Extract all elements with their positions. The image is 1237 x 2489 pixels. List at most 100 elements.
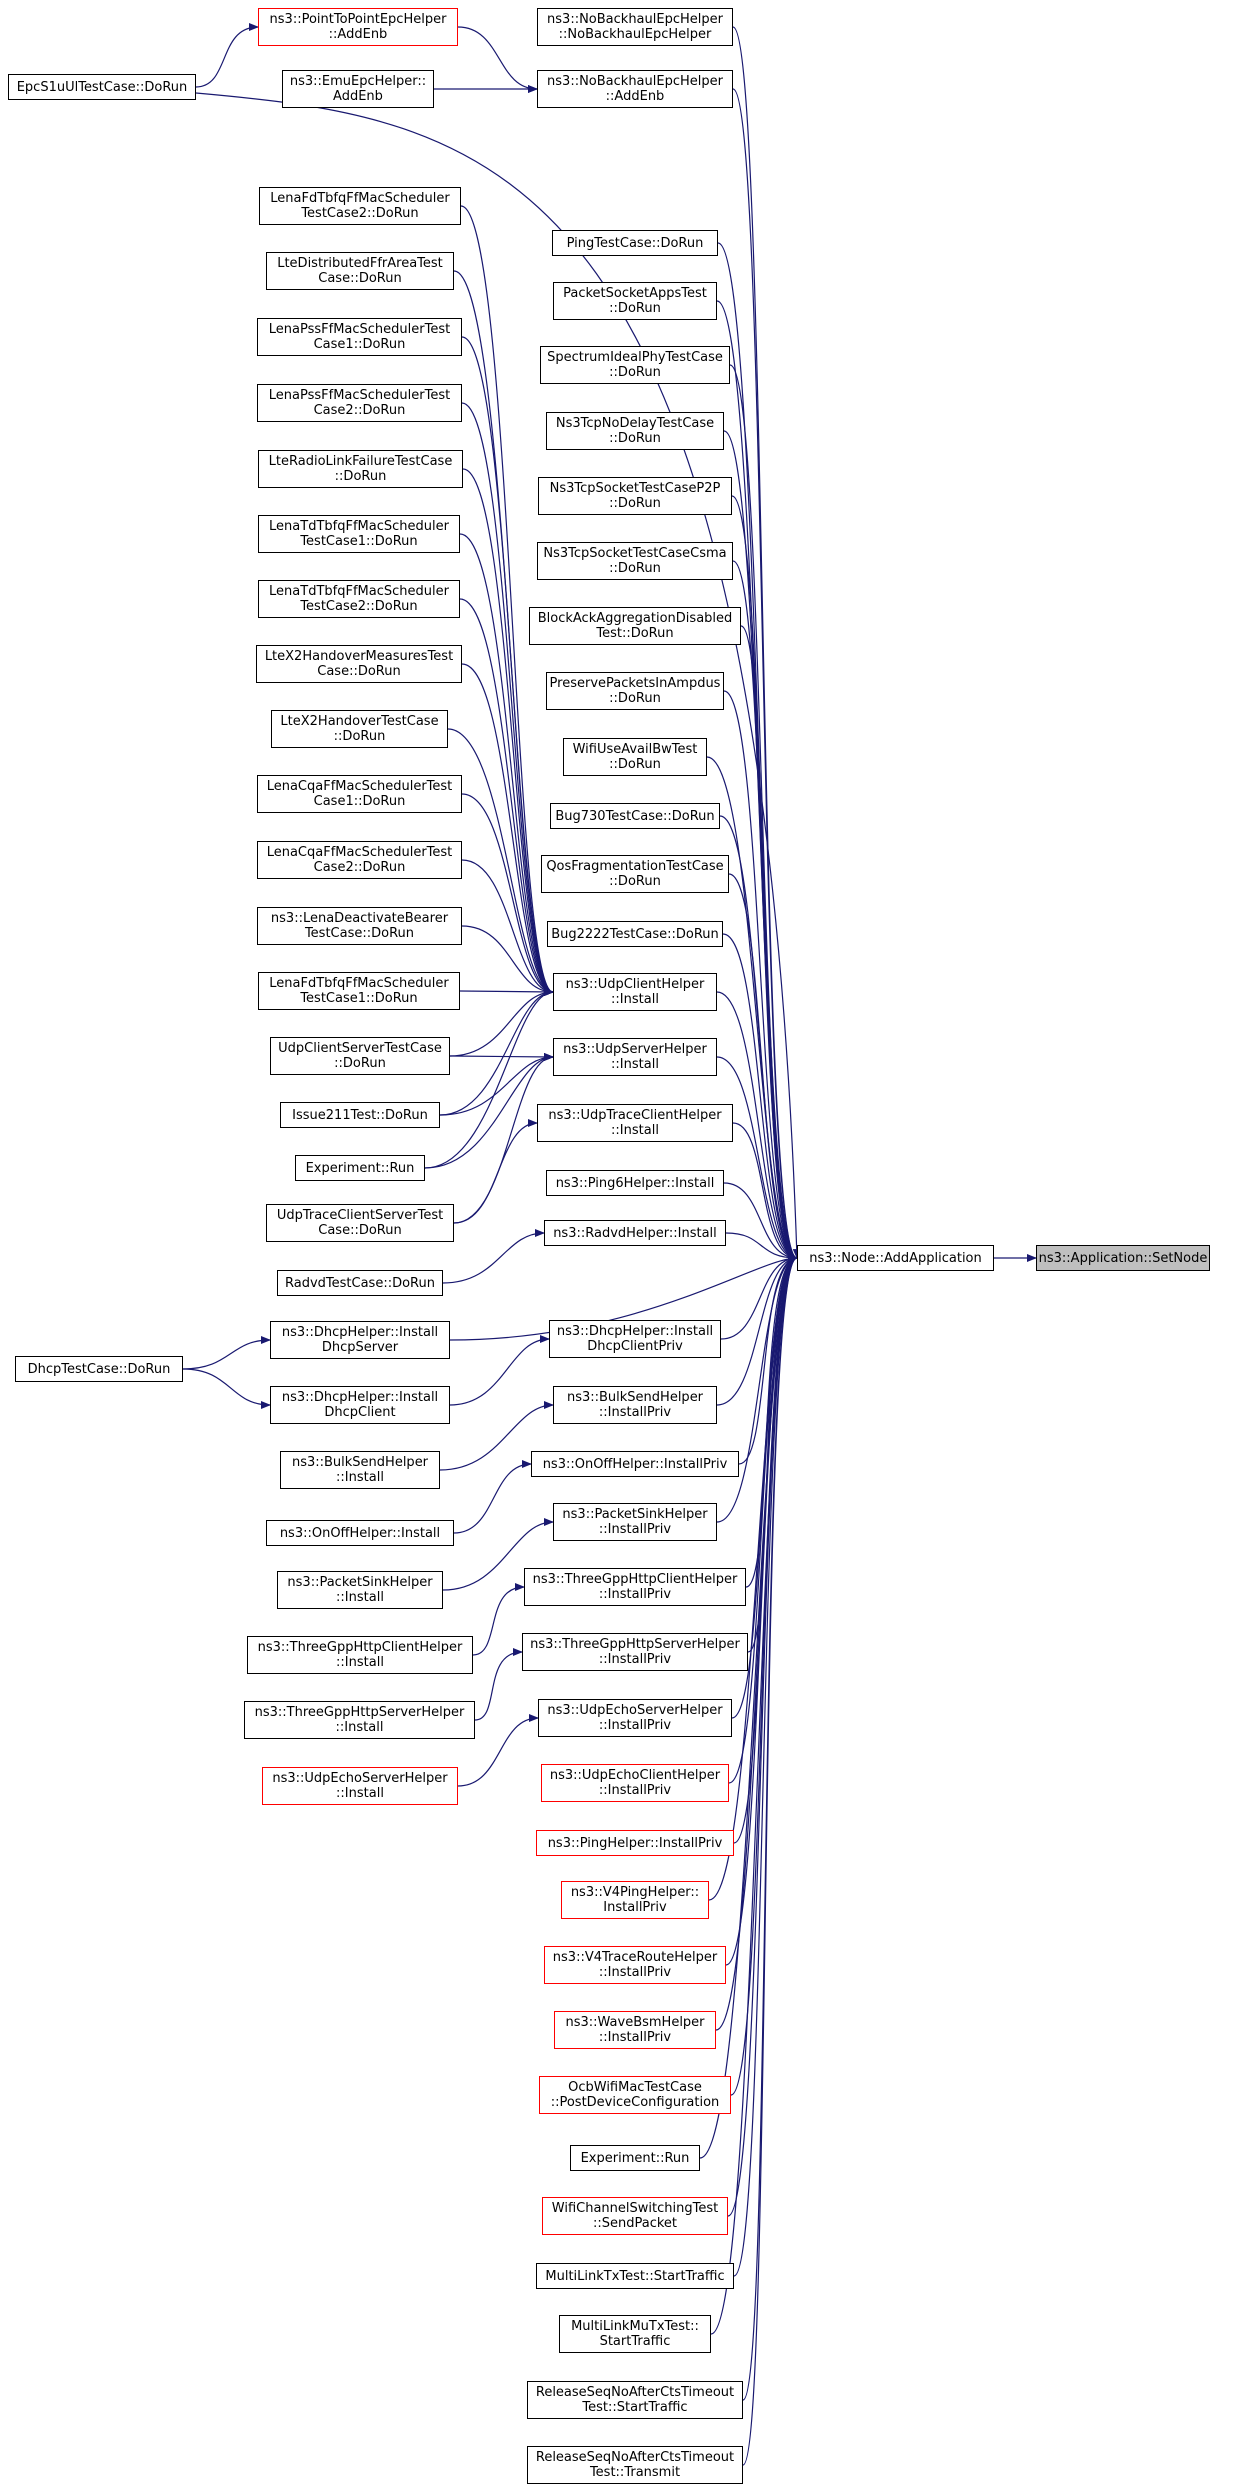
node-label: LteX2HandoverMeasuresTest Case::DoRun	[264, 649, 454, 679]
node-ltedistffr[interactable]: LteDistributedFfrAreaTest Case::DoRun	[266, 252, 454, 290]
node-x2meas[interactable]: LteX2HandoverMeasuresTest Case::DoRun	[256, 645, 462, 683]
node-rlf[interactable]: LteRadioLinkFailureTestCase ::DoRun	[258, 450, 463, 488]
node-label: ns3::V4TraceRouteHelper ::InstallPriv	[552, 1950, 718, 1980]
node-addapp[interactable]: ns3::Node::AddApplication	[797, 1245, 994, 1271]
edge-udpserver_inst-to-addapp	[716, 1056, 798, 1262]
node-bug730[interactable]: Bug730TestCase::DoRun	[550, 803, 720, 829]
node-x2ho[interactable]: LteX2HandoverTestCase ::DoRun	[271, 710, 448, 748]
node-tcpcsma[interactable]: Ns3TcpSocketTestCaseCsma ::DoRun	[537, 542, 733, 580]
edge-spectrum-to-addapp	[729, 364, 798, 1262]
node-tgpp-cli-inst[interactable]: ns3::ThreeGppHttpClientHelper ::Install	[247, 1636, 473, 1674]
node-udpcstc[interactable]: UdpClientServerTestCase ::DoRun	[270, 1037, 450, 1075]
node-udptracetc[interactable]: UdpTraceClientServerTest Case::DoRun	[266, 1204, 454, 1242]
edge-udptrace_inst-to-addapp	[732, 1122, 798, 1262]
node-mltx[interactable]: MultiLinkTxTest::StartTraffic	[536, 2263, 734, 2289]
node-setnode[interactable]: ns3::Application::SetNode	[1036, 1245, 1210, 1271]
node-wavebsm-priv[interactable]: ns3::WaveBsmHelper ::InstallPriv	[554, 2011, 716, 2049]
node-spectrum[interactable]: SpectrumIdealPhyTestCase ::DoRun	[540, 346, 730, 384]
edge-issue211-to-udpserver_inst	[439, 1053, 554, 1116]
node-blockack[interactable]: BlockAckAggregationDisabled Test::DoRun	[529, 607, 741, 645]
node-label: ns3::EmuEpcHelper:: AddEnb	[289, 74, 427, 104]
node-relseq1[interactable]: ReleaseSeqNoAfterCtsTimeout Test::StartT…	[527, 2381, 743, 2419]
node-udpecho-srv-inst[interactable]: ns3::UdpEchoServerHelper ::Install	[262, 1767, 458, 1805]
edge-wavebsm_priv-to-addapp	[715, 1254, 798, 2031]
node-issue211[interactable]: Issue211Test::DoRun	[280, 1102, 440, 1128]
node-deact[interactable]: ns3::LenaDeactivateBearer TestCase::DoRu…	[257, 907, 462, 945]
node-label: ns3::DhcpHelper::Install DhcpServer	[281, 1325, 439, 1355]
node-radvd-inst[interactable]: ns3::RadvdHelper::Install	[544, 1220, 726, 1246]
node-wifiavail[interactable]: WifiUseAvailBwTest ::DoRun	[563, 738, 707, 776]
node-onoff-priv[interactable]: ns3::OnOffHelper::InstallPriv	[531, 1451, 739, 1477]
node-label: ns3::BulkSendHelper ::InstallPriv	[566, 1390, 704, 1420]
node-radvdtc[interactable]: RadvdTestCase::DoRun	[277, 1270, 443, 1296]
node-dhcp-srv[interactable]: ns3::DhcpHelper::Install DhcpServer	[270, 1321, 450, 1359]
node-udpecho-srv-priv[interactable]: ns3::UdpEchoServerHelper ::InstallPriv	[538, 1699, 732, 1737]
node-label: ns3::Node::AddApplication	[809, 1250, 982, 1266]
node-mlmutx[interactable]: MultiLinkMuTxTest:: StartTraffic	[559, 2315, 711, 2353]
node-preserve[interactable]: PreservePacketsInAmpdus ::DoRun	[546, 672, 724, 710]
node-cqa2[interactable]: LenaCqaFfMacSchedulerTest Case2::DoRun	[257, 841, 462, 879]
edge-udpcstc-to-udpclient_inst	[449, 988, 554, 1057]
node-bulk-priv[interactable]: ns3::BulkSendHelper ::InstallPriv	[553, 1386, 717, 1424]
edge-exprun1-to-udpserver_inst	[424, 1053, 554, 1169]
node-udpclient-inst[interactable]: ns3::UdpClientHelper ::Install	[553, 973, 717, 1011]
node-psink-priv[interactable]: ns3::PacketSinkHelper ::InstallPriv	[553, 1503, 717, 1541]
node-emu-addenb[interactable]: ns3::EmuEpcHelper:: AddEnb	[282, 70, 434, 108]
node-ping6-inst[interactable]: ns3::Ping6Helper::Install	[546, 1170, 724, 1196]
node-exprun1[interactable]: Experiment::Run	[295, 1155, 425, 1181]
node-label: ns3::DhcpHelper::Install DhcpClient	[281, 1390, 439, 1420]
node-pktsock[interactable]: PacketSocketAppsTest ::DoRun	[553, 282, 717, 320]
node-label: RadvdTestCase::DoRun	[285, 1275, 435, 1291]
node-qosfrag[interactable]: QosFragmentationTestCase ::DoRun	[541, 855, 729, 893]
node-tgpp-cli-priv[interactable]: ns3::ThreeGppHttpClientHelper ::InstallP…	[524, 1568, 746, 1606]
edge-dhcptc-to-dhcp_cli	[182, 1368, 271, 1409]
node-v4ping-priv[interactable]: ns3::V4PingHelper:: InstallPriv	[561, 1881, 709, 1919]
node-onoff-inst[interactable]: ns3::OnOffHelper::Install	[266, 1520, 454, 1546]
node-tdtbfq2[interactable]: LenaTdTbfqFfMacScheduler TestCase2::DoRu…	[258, 580, 460, 618]
node-dhcp-clipriv[interactable]: ns3::DhcpHelper::Install DhcpClientPriv	[549, 1320, 721, 1358]
node-cqa1[interactable]: LenaCqaFfMacSchedulerTest Case1::DoRun	[257, 775, 462, 813]
node-bug2222[interactable]: Bug2222TestCase::DoRun	[547, 921, 723, 947]
node-tgpp-srv-priv[interactable]: ns3::ThreeGppHttpServerHelper ::InstallP…	[522, 1633, 748, 1671]
node-tcpnodelay[interactable]: Ns3TcpNoDelayTestCase ::DoRun	[546, 412, 724, 450]
edge-deact-to-udpclient_inst	[461, 925, 554, 996]
node-epcs1u[interactable]: EpcS1uUlTestCase::DoRun	[8, 74, 196, 100]
node-udpserver-inst[interactable]: ns3::UdpServerHelper ::Install	[553, 1038, 717, 1076]
node-ocb[interactable]: OcbWifiMacTestCase ::PostDeviceConfigura…	[539, 2076, 731, 2114]
node-nobh-noepc[interactable]: ns3::NoBackhaulEpcHelper ::NoBackhaulEpc…	[537, 8, 733, 46]
node-v4trace-priv[interactable]: ns3::V4TraceRouteHelper ::InstallPriv	[544, 1946, 726, 1984]
node-udpecho-cli-priv[interactable]: ns3::UdpEchoClientHelper ::InstallPriv	[541, 1764, 729, 1802]
node-tdtbfq1[interactable]: LenaTdTbfqFfMacScheduler TestCase1::DoRu…	[258, 515, 460, 553]
node-ping-tc[interactable]: PingTestCase::DoRun	[552, 230, 718, 256]
node-wifichsw[interactable]: WifiChannelSwitchingTest ::SendPacket	[542, 2197, 728, 2235]
node-label: LenaCqaFfMacSchedulerTest Case2::DoRun	[266, 845, 453, 875]
node-nobh-addenb[interactable]: ns3::NoBackhaulEpcHelper ::AddEnb	[537, 70, 733, 108]
node-label: ns3::Application::SetNode	[1038, 1250, 1208, 1266]
edge-psink_inst-to-psink_priv	[442, 1518, 554, 1591]
node-dhcptc[interactable]: DhcpTestCase::DoRun	[15, 1356, 183, 1382]
node-tgpp-srv-inst[interactable]: ns3::ThreeGppHttpServerHelper ::Install	[244, 1701, 475, 1739]
node-fdtbfq2[interactable]: LenaFdTbfqFfMacScheduler TestCase2::DoRu…	[259, 187, 461, 225]
node-fdtbfq1[interactable]: LenaFdTbfqFfMacScheduler TestCase1::DoRu…	[258, 972, 460, 1010]
node-tcpp2p[interactable]: Ns3TcpSocketTestCaseP2P ::DoRun	[538, 477, 732, 515]
node-label: Bug2222TestCase::DoRun	[551, 926, 719, 942]
node-pss1[interactable]: LenaPssFfMacSchedulerTest Case1::DoRun	[257, 318, 462, 356]
node-label: WifiUseAvailBwTest ::DoRun	[572, 742, 698, 772]
node-label: PacketSocketAppsTest ::DoRun	[563, 286, 707, 316]
node-ping-priv[interactable]: ns3::PingHelper::InstallPriv	[536, 1830, 734, 1856]
edge-psink_priv-to-addapp	[716, 1254, 798, 1523]
node-exprun2[interactable]: Experiment::Run	[570, 2145, 700, 2171]
node-p2p-addenb[interactable]: ns3::PointToPointEpcHelper ::AddEnb	[258, 8, 458, 46]
node-dhcp-cli[interactable]: ns3::DhcpHelper::Install DhcpClient	[270, 1386, 450, 1424]
edge-issue211-to-udpclient_inst	[439, 988, 554, 1116]
node-udptrace-inst[interactable]: ns3::UdpTraceClientHelper ::Install	[537, 1104, 733, 1142]
node-label: ns3::UdpEchoServerHelper ::InstallPriv	[547, 1703, 723, 1733]
node-relseq2[interactable]: ReleaseSeqNoAfterCtsTimeout Test::Transm…	[527, 2446, 743, 2484]
edge-epcs1u-to-p2p_addenb	[195, 23, 259, 88]
node-label: ns3::ThreeGppHttpClientHelper ::InstallP…	[532, 1572, 738, 1602]
node-psink-inst[interactable]: ns3::PacketSinkHelper ::Install	[277, 1571, 443, 1609]
edge-rlf-to-udpclient_inst	[462, 468, 554, 996]
node-pss2[interactable]: LenaPssFfMacSchedulerTest Case2::DoRun	[257, 384, 462, 422]
node-bulk-inst[interactable]: ns3::BulkSendHelper ::Install	[280, 1451, 440, 1489]
node-label: ns3::LenaDeactivateBearer TestCase::DoRu…	[270, 911, 449, 941]
